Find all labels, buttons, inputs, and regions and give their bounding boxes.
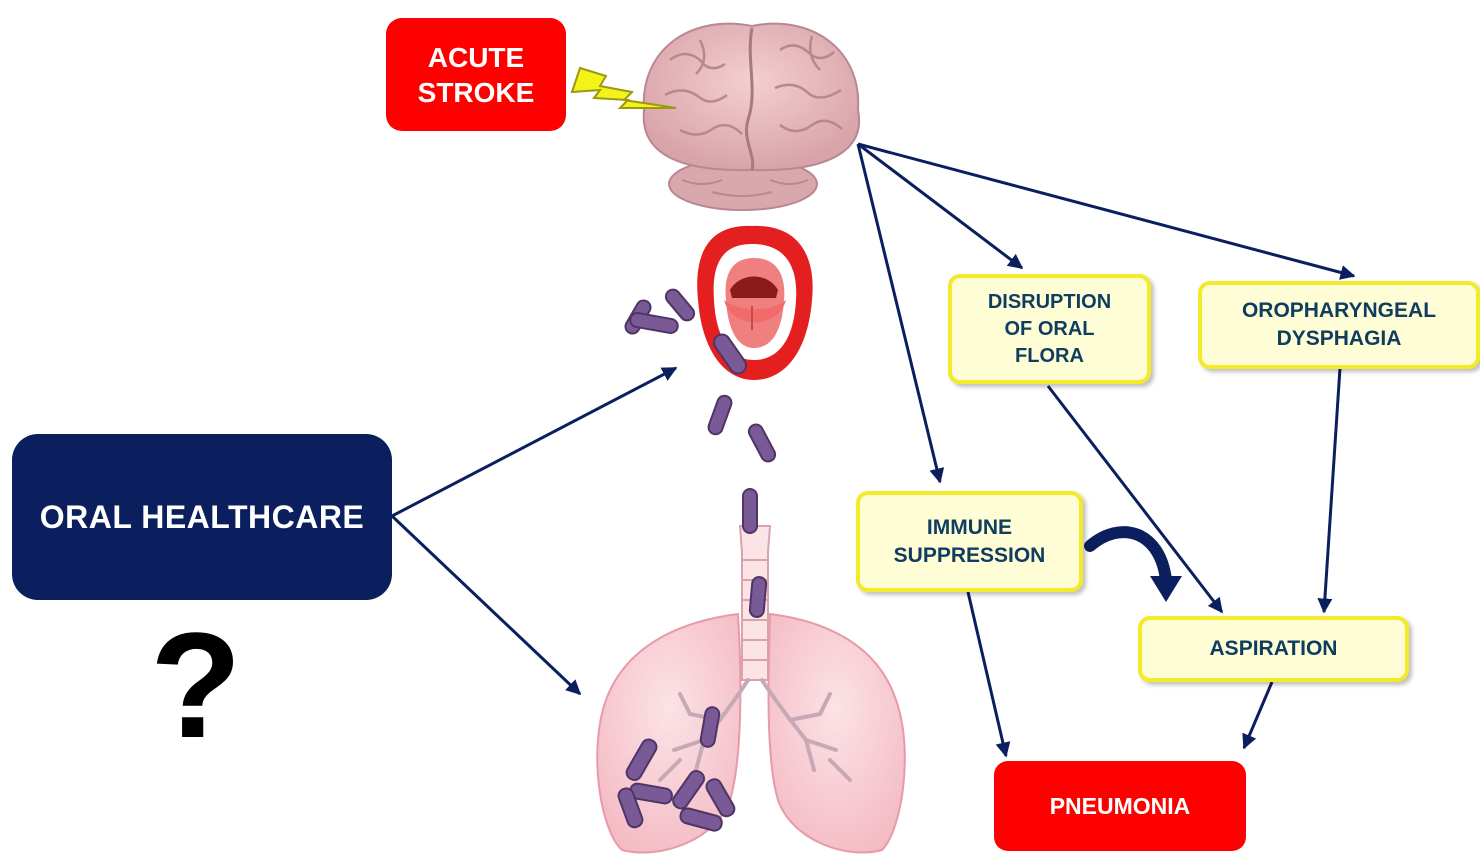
arrow-dysphagia-to-aspiration [1324, 368, 1340, 612]
disruption-oral-flora-box: DISRUPTION OF ORAL FLORA [948, 274, 1151, 384]
brain-icon [644, 24, 859, 210]
oral-healthcare-box: ORAL HEALTHCARE [12, 434, 392, 600]
acute-stroke-box: ACUTE STROKE [386, 18, 566, 131]
arrow-brain-to-dysphagia [858, 144, 1354, 276]
immune-suppression-box: IMMUNE SUPPRESSION [856, 491, 1083, 592]
arrow-oral-to-lungs [392, 516, 580, 694]
mouth-icon [697, 226, 812, 380]
aspiration-box: ASPIRATION [1138, 616, 1409, 682]
arrow-oral-to-mouth [392, 368, 676, 516]
oropharyngeal-dysphagia-box: OROPHARYNGEAL DYSPHAGIA [1198, 281, 1480, 369]
pneumonia-box: PNEUMONIA [994, 761, 1246, 851]
arrow-aspiration-to-pneumonia [1244, 682, 1272, 748]
arrow-immune-to-pneumonia [968, 592, 1006, 756]
question-mark: ? [150, 610, 242, 760]
arrow-brain-to-immune [858, 144, 940, 482]
